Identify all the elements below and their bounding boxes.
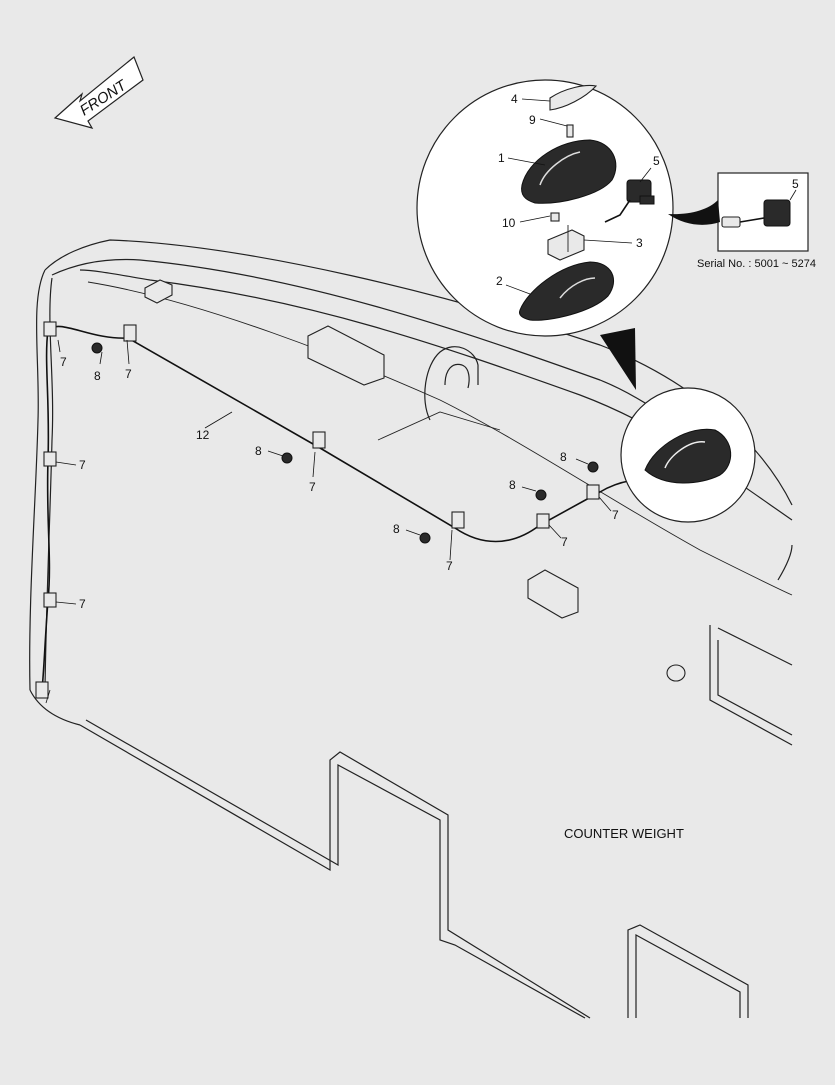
callout-3: 3 xyxy=(636,236,643,250)
callout-8e: 8 xyxy=(560,450,567,464)
lamp-detail-circle xyxy=(416,79,674,337)
callout-1: 1 xyxy=(498,151,505,165)
callout-7d: 7 xyxy=(79,458,86,472)
rubber-pads xyxy=(144,279,579,619)
serial-inset: Serial No. : 5001 ~ 5274 xyxy=(668,172,816,270)
harness-clips xyxy=(35,321,600,699)
front-arrow: FRONT xyxy=(53,56,144,129)
callout-12: 12 xyxy=(196,428,210,442)
counterweight-label: COUNTER WEIGHT xyxy=(564,826,684,841)
callout-2: 2 xyxy=(496,274,503,288)
callout-5: 5 xyxy=(653,154,660,168)
callout-8c: 8 xyxy=(393,522,400,536)
callout-8d: 8 xyxy=(509,478,516,492)
leader-lines xyxy=(45,98,797,704)
counterweight-body xyxy=(29,239,793,1019)
callout-7e: 7 xyxy=(79,597,86,611)
callout-labels: 4 9 1 5 10 3 2 5 7 8 7 12 8 7 7 7 8 7 8 … xyxy=(60,92,799,611)
callout-7c: 7 xyxy=(309,480,316,494)
callout-4: 4 xyxy=(511,92,518,106)
callout-5-inset: 5 xyxy=(792,177,799,191)
callout-8a: 8 xyxy=(94,369,101,383)
callout-8b: 8 xyxy=(255,444,262,458)
callout-7g: 7 xyxy=(561,535,568,549)
callout-10: 10 xyxy=(502,216,516,230)
callout-9: 9 xyxy=(529,113,536,127)
lamp-location-circle xyxy=(620,387,756,523)
bolts xyxy=(91,342,599,544)
callout-7a: 7 xyxy=(60,355,67,369)
harness-wire xyxy=(41,325,661,691)
serial-label: Serial No. : 5001 ~ 5274 xyxy=(697,258,816,270)
callout-7h: 7 xyxy=(612,508,619,522)
pointer-triangle xyxy=(600,328,636,390)
callout-7b: 7 xyxy=(125,367,132,381)
callout-7f: 7 xyxy=(446,559,453,573)
